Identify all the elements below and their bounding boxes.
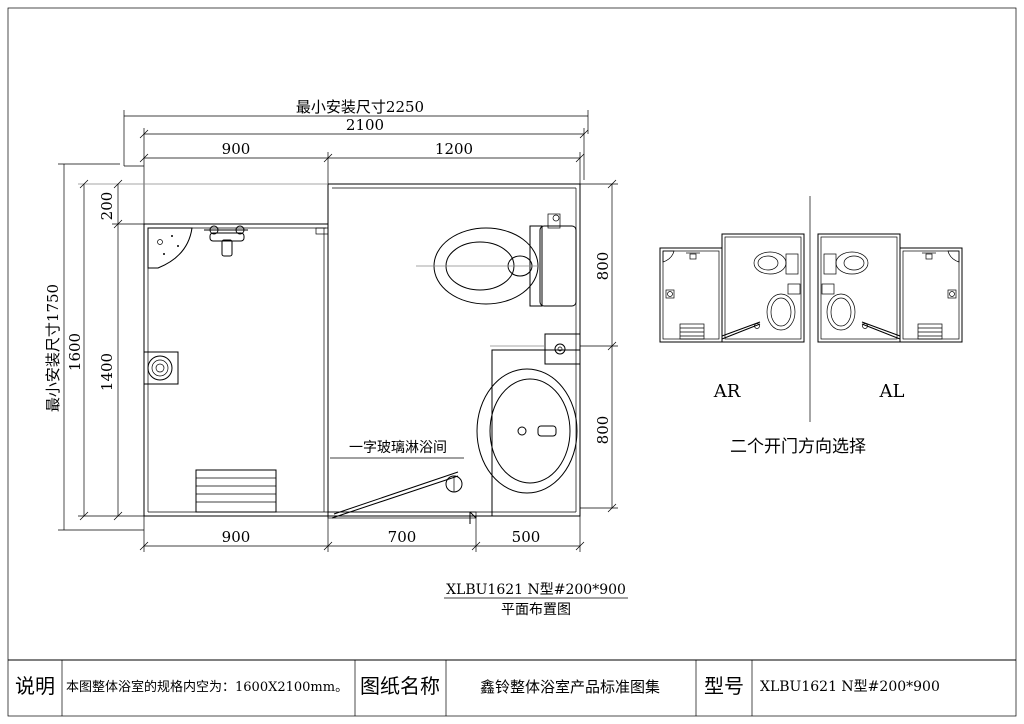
- dim-800-bottom: 800: [594, 416, 612, 445]
- drawing-name-label: 图纸名称: [360, 674, 440, 698]
- door-choice-label: 二个开门方向选择: [730, 437, 866, 457]
- variant-al-plan: [817, 233, 963, 343]
- drawing-subtitle: 平面布置图: [501, 602, 571, 618]
- variant-ar-plan: [659, 233, 805, 343]
- shower-room-label: 一字玻璃淋浴间: [349, 439, 447, 456]
- drawing-name-value: 鑫铃整体浴室产品标准图集: [480, 678, 660, 696]
- model-value: XLBU1621 N型#200*900: [760, 679, 940, 695]
- dim-bottom-900: 900: [222, 528, 251, 546]
- dim-200: 200: [98, 192, 116, 221]
- dim-1400: 1400: [98, 353, 116, 391]
- shower-mixer-icon: [204, 225, 248, 257]
- outlet-icon: [544, 333, 581, 365]
- dim-total-width: 2100: [346, 116, 384, 134]
- title-block: 说明 本图整体浴室的规格内空为：1600X2100mm。 图纸名称 鑫铃整体浴室…: [8, 659, 1016, 716]
- variant-ar-label: AR: [713, 381, 741, 402]
- dim-bottom-700: 700: [388, 528, 417, 546]
- dim-top-right: 1200: [435, 140, 473, 158]
- dim-1600: 1600: [66, 333, 84, 371]
- dim-min-height: 最小安装尺寸1750: [44, 284, 62, 412]
- dim-bottom-500: 500: [512, 528, 541, 546]
- shelf-dots: [157, 235, 179, 255]
- shower-bench: [195, 469, 277, 513]
- dimension-bottom: [139, 516, 585, 552]
- glass-door: [327, 471, 477, 524]
- note-text: 本图整体浴室的规格内空为：1600X2100mm。: [66, 679, 348, 695]
- dim-min-width: 最小安装尺寸2250: [296, 98, 424, 116]
- floor-drain-icon: [143, 351, 179, 385]
- variant-al-label: AL: [879, 381, 905, 402]
- dimension-right: [416, 179, 618, 513]
- drawing-frame: [7, 7, 1017, 717]
- dimension-top: [123, 110, 589, 224]
- corner-shelf: [147, 227, 193, 269]
- model-label: 型号: [704, 674, 744, 698]
- dim-800-top: 800: [594, 252, 612, 281]
- toilet-icon: [433, 213, 577, 307]
- drawing-code: XLBU1621 N型#200*900: [446, 582, 626, 598]
- sink-icon: [476, 349, 581, 517]
- note-label: 说明: [15, 674, 55, 698]
- dimension-left: [58, 163, 328, 531]
- dim-top-left: 900: [222, 140, 251, 158]
